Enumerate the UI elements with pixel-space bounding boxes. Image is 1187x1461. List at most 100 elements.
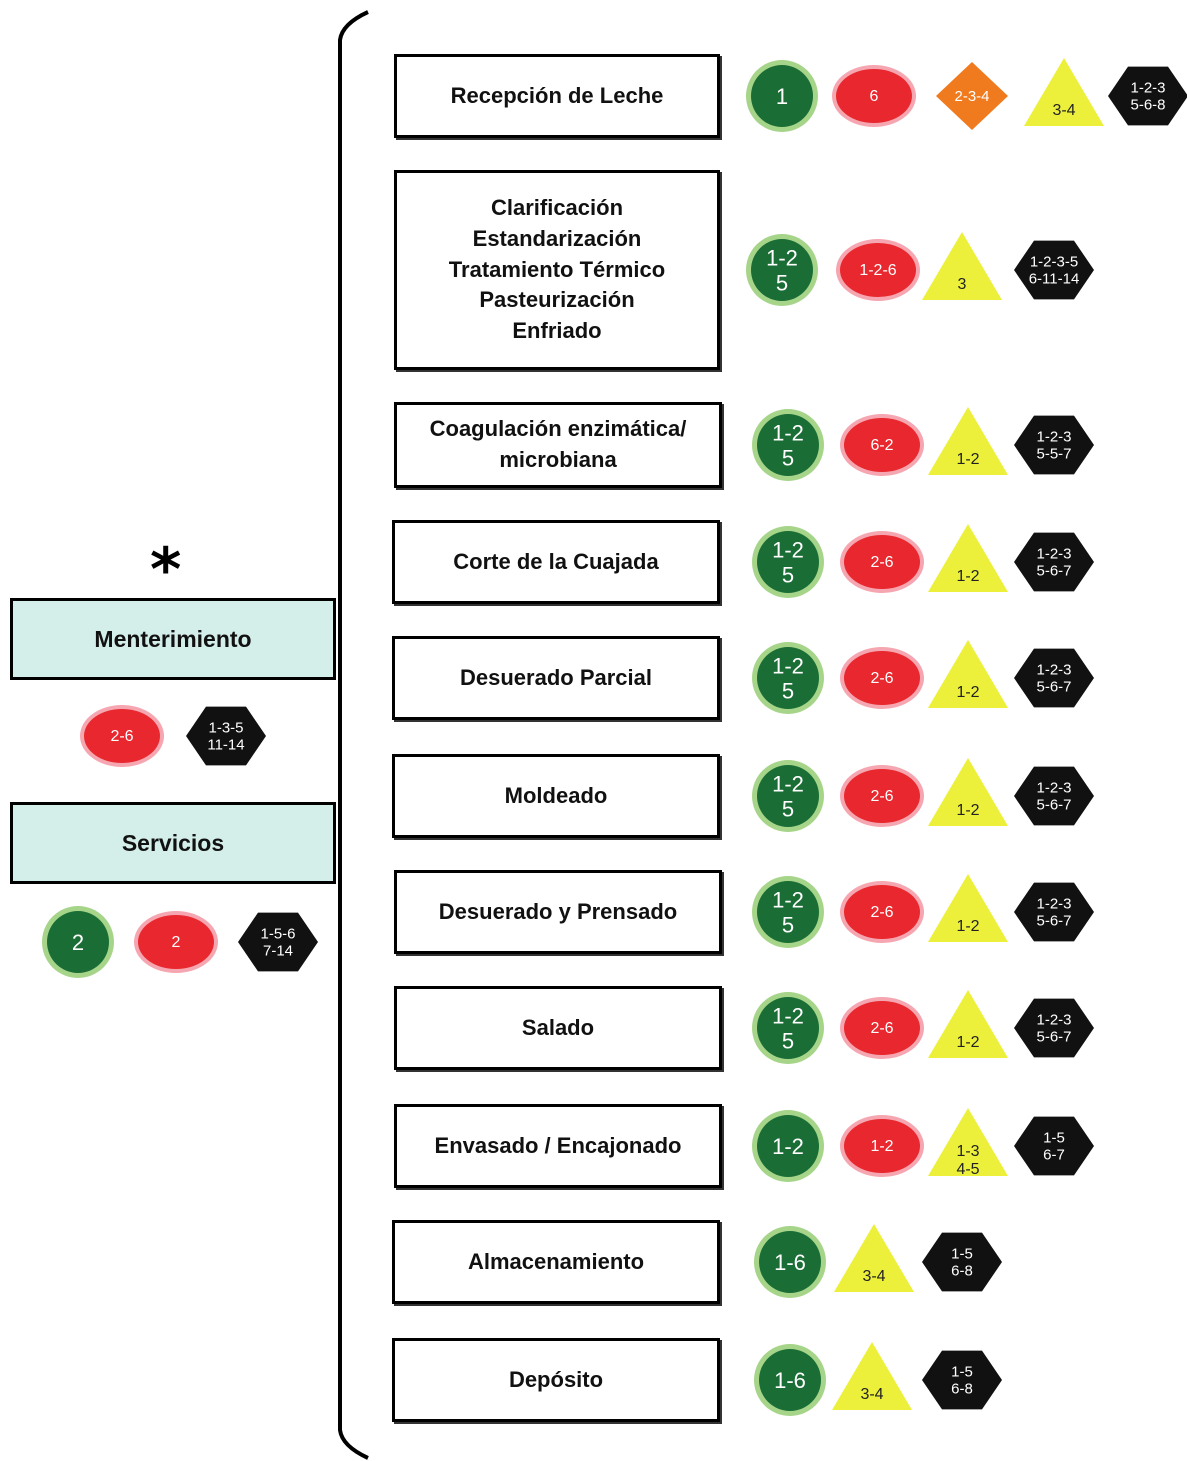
yellow-badge: 1-2: [928, 758, 1008, 826]
badge-label: 3-4: [1052, 102, 1075, 119]
badge-label: 1-2: [956, 1034, 979, 1051]
yellow-badge: 3-4: [1024, 58, 1104, 126]
process-step-label: Estandarización: [472, 225, 642, 251]
red-badge: 2-6: [840, 997, 924, 1059]
asterisk-marker: *: [150, 535, 182, 605]
process-step-box: Recepción de Leche: [394, 54, 720, 138]
yellow-badge: 3-4: [832, 1342, 912, 1410]
process-step-box: Depósito: [392, 1338, 720, 1422]
badge-label: 1-2: [956, 451, 979, 468]
badge-label: 6: [870, 88, 879, 105]
badge-label: 1-6: [774, 1368, 806, 1393]
process-step-box: Coagulación enzimática/microbiana: [394, 402, 722, 488]
side-box-mantenimiento: Menterimiento: [10, 598, 336, 680]
red-badge: 2: [134, 911, 218, 973]
red-badge: 2-6: [840, 881, 924, 943]
badge-label: 1: [776, 84, 788, 109]
process-step-label: Enfriado: [512, 318, 602, 344]
red-badge: 1-2: [840, 1115, 924, 1177]
process-step-label: Tratamiento Térmico: [448, 256, 666, 282]
badge-label: 2: [172, 934, 181, 951]
process-step-box: Moldeado: [392, 754, 720, 838]
badge-label: 1-2: [956, 802, 979, 819]
red-badge: 2-6: [840, 647, 924, 709]
process-step-label: Moldeado: [504, 782, 608, 808]
badge-label: 1-2: [870, 1138, 893, 1155]
badge-label: 2-6: [110, 728, 133, 745]
process-step-label: Corte de la Cuajada: [453, 548, 659, 574]
yellow-badge: 1-2: [928, 407, 1008, 475]
badge-label: 3-4: [860, 1386, 883, 1403]
badge-label: 1-6: [774, 1250, 806, 1275]
green-badge: 2: [42, 906, 114, 978]
badge-label: 2-3-4: [954, 88, 989, 105]
yellow-badge: 3-4: [834, 1224, 914, 1292]
orange-badge: 2-3-4: [936, 62, 1008, 130]
process-step-box: Salado: [394, 986, 722, 1070]
process-step-label: Desuerado Parcial: [460, 664, 652, 690]
badge-label: 2-6: [870, 670, 893, 687]
process-step-label: Recepción de Leche: [450, 82, 664, 108]
side-box-servicios: Servicios: [10, 802, 336, 884]
yellow-badge: 3: [922, 232, 1002, 300]
red-badge: 2-6: [840, 765, 924, 827]
process-step-label: Desuerado y Prensado: [438, 898, 678, 924]
process-step-label: Coagulación enzimática/: [429, 416, 687, 442]
badge-label: 1-2: [956, 568, 979, 585]
process-step-label: Depósito: [508, 1366, 604, 1392]
red-badge: 6-2: [840, 414, 924, 476]
process-step-label: Pasteurización: [479, 287, 635, 313]
process-step-label: Clarificación: [490, 195, 624, 220]
yellow-badge: 1-2: [928, 874, 1008, 942]
green-badge: 1-6: [754, 1344, 826, 1416]
badge-label: 2: [72, 930, 84, 955]
badge-label: 3-4: [862, 1268, 885, 1285]
process-step-box: Desuerado Parcial: [392, 636, 720, 720]
process-step-box: Corte de la Cuajada: [392, 520, 720, 604]
green-badge: 1: [746, 60, 818, 132]
process-step-box: Almacenamiento: [392, 1220, 720, 1304]
badge-label: 2-6: [870, 554, 893, 571]
red-badge: 2-6: [840, 531, 924, 593]
badge-label: 2-6: [870, 1020, 893, 1037]
